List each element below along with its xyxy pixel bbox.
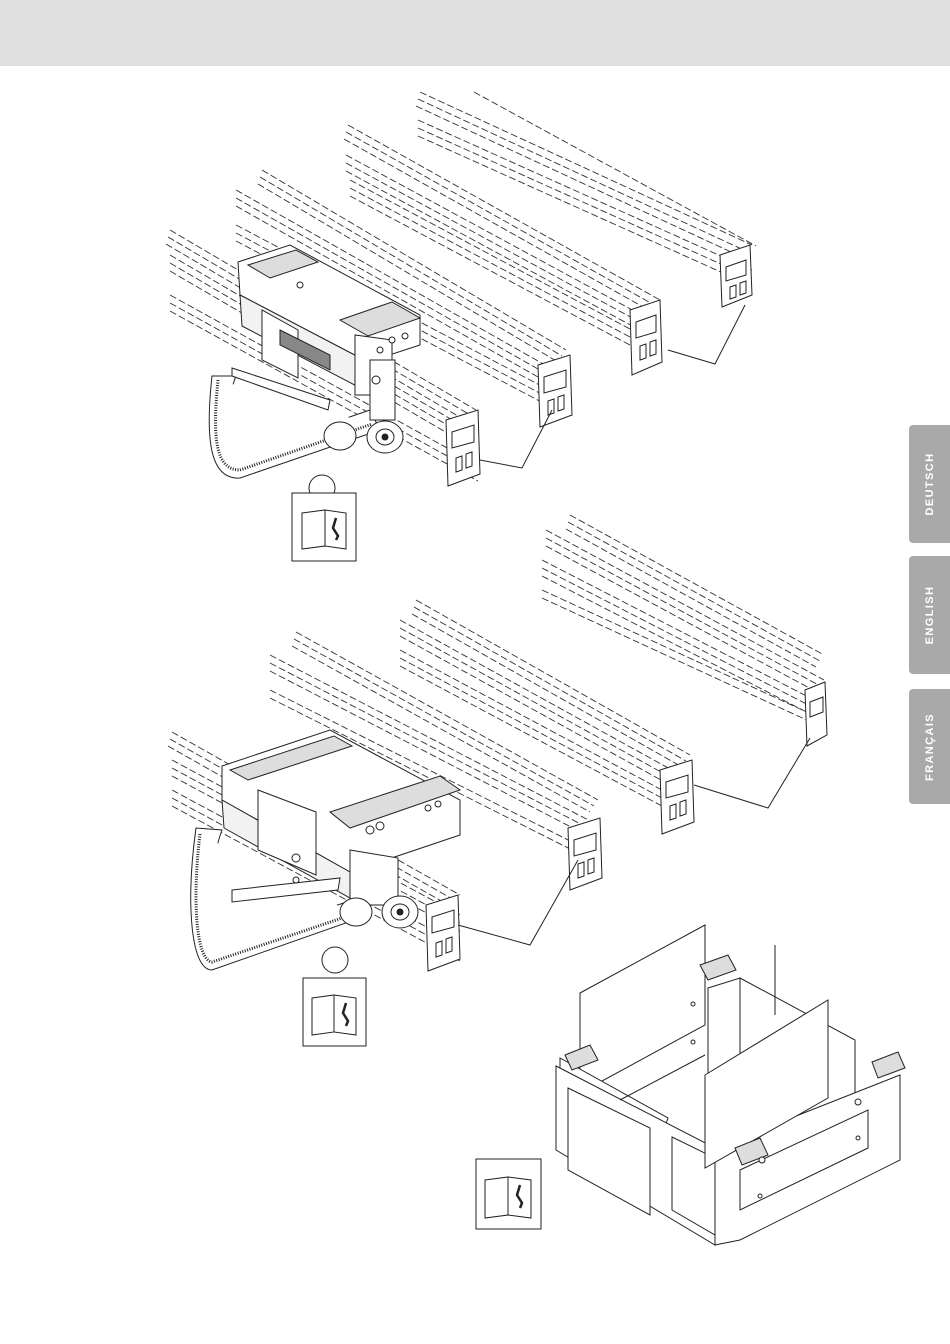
tab-francais-label: FRANÇAIS [924,712,936,780]
technical-drawing [0,66,910,1344]
profile-end-caps-top [446,245,752,486]
tab-francais[interactable]: FRANÇAIS [909,689,950,804]
manual-icon-bottom [476,1159,541,1229]
drive-unit-bottom [191,730,460,973]
tab-deutsch[interactable]: DEUTSCH [909,425,950,543]
tab-english[interactable]: ENGLISH [909,556,950,674]
header-band [0,0,950,66]
drive-unit-top [209,245,420,501]
leader-lines-bottom [458,738,810,945]
enclosure-box [556,925,905,1245]
tab-deutsch-label: DEUTSCH [924,453,936,516]
manual-icon-top [292,493,356,561]
leader-lines-top [480,305,745,468]
profile-end-caps-bottom [426,682,827,971]
tab-english-label: ENGLISH [924,586,936,645]
manual-icon-middle [303,978,366,1046]
